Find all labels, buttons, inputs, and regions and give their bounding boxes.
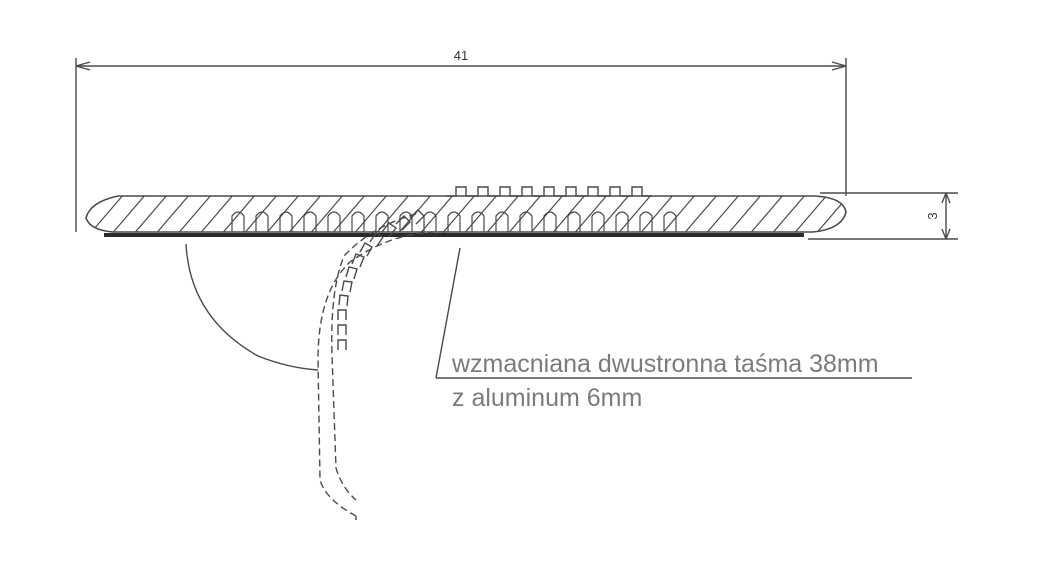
bend-angle-arc: [185, 243, 319, 371]
callout-leader: [435, 247, 912, 379]
height-arrow-top: [941, 192, 951, 204]
width-arrow-left: [75, 61, 91, 71]
profile-bent: [317, 209, 447, 520]
profile-outline: [85, 195, 847, 233]
width-arrow-right: [831, 61, 847, 71]
profile-hatching: [87, 196, 846, 232]
height-dimension: [808, 192, 958, 240]
height-arrow-bottom: [941, 228, 951, 240]
profile-top-ribs: [446, 186, 652, 197]
bent-profile-outer-edge: [317, 231, 447, 517]
callout-leader-diagonal: [435, 247, 461, 379]
callout-text-line-2: z aluminum 6mm: [452, 384, 643, 412]
profile-flat: [85, 186, 847, 237]
callout-text-line-1: wzmacniana dwustronna taśma 38mm: [452, 350, 879, 378]
adhesive-tape: [104, 233, 804, 237]
bent-profile-ribs: [337, 209, 425, 350]
bent-profile-inner-edge: [331, 213, 417, 501]
height-dimension-label: 3: [925, 212, 940, 219]
width-dimension: [75, 58, 847, 232]
profile-inner-grooves: [231, 211, 677, 232]
width-dimension-label: 41: [454, 48, 468, 63]
